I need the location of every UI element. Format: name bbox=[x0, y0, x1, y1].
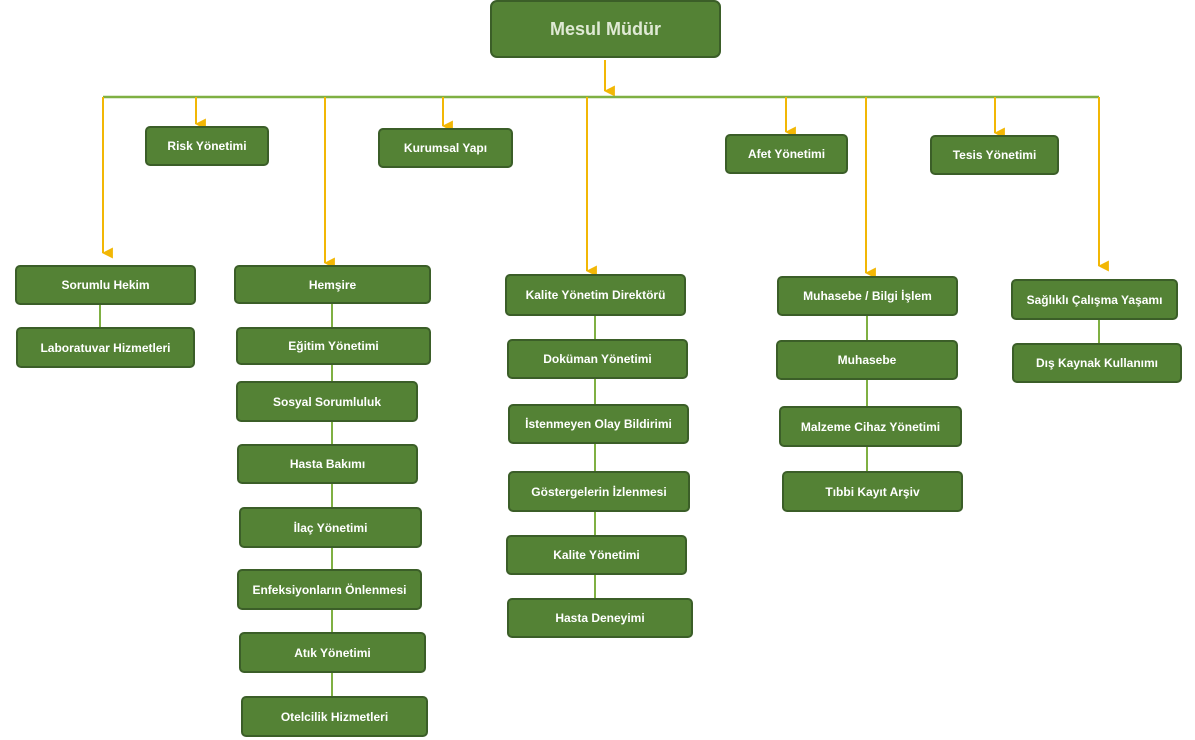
node-tesis: Tesis Yönetimi bbox=[930, 135, 1059, 175]
node-col2-item: Otelcilik Hizmetleri bbox=[241, 696, 428, 737]
node-col2-item: Sosyal Sorumluluk bbox=[236, 381, 418, 422]
connector-col1 bbox=[99, 305, 101, 327]
node-col5-item: Dış Kaynak Kullanımı bbox=[1012, 343, 1182, 383]
node-col2-item: İlaç Yönetimi bbox=[239, 507, 422, 548]
connector-col2 bbox=[331, 304, 333, 697]
node-col3-item: Hasta Deneyimi bbox=[507, 598, 693, 638]
node-col2-item: Eğitim Yönetimi bbox=[236, 327, 431, 365]
node-col4-item: Muhasebe bbox=[776, 340, 958, 380]
node-afet: Afet Yönetimi bbox=[725, 134, 848, 174]
node-col3-item: Doküman Yönetimi bbox=[507, 339, 688, 379]
node-col3-item: İstenmeyen Olay Bildirimi bbox=[508, 404, 689, 444]
node-col2-item: Enfeksiyonların Önlenmesi bbox=[237, 569, 422, 610]
node-col4-head: Muhasebe / Bilgi İşlem bbox=[777, 276, 958, 316]
node-col2-item: Atık Yönetimi bbox=[239, 632, 426, 673]
node-col1-head: Sorumlu Hekim bbox=[15, 265, 196, 305]
connector-col4 bbox=[866, 316, 868, 472]
node-col1-item: Laboratuvar Hizmetleri bbox=[16, 327, 195, 368]
node-risk: Risk Yönetimi bbox=[145, 126, 269, 166]
node-col2-head: Hemşire bbox=[234, 265, 431, 304]
node-kurumsal: Kurumsal Yapı bbox=[378, 128, 513, 168]
node-col3-item: Göstergelerin İzlenmesi bbox=[508, 471, 690, 512]
node-col3-item: Kalite Yönetimi bbox=[506, 535, 687, 575]
connector-col3 bbox=[594, 316, 596, 599]
node-col4-item: Tıbbi Kayıt Arşiv bbox=[782, 471, 963, 512]
node-col4-item: Malzeme Cihaz Yönetimi bbox=[779, 406, 962, 447]
node-col5-head: Sağlıklı Çalışma Yaşamı bbox=[1011, 279, 1178, 320]
node-col2-item: Hasta Bakımı bbox=[237, 444, 418, 484]
connector-col5 bbox=[1098, 320, 1100, 343]
root-node: Mesul Müdür bbox=[490, 0, 721, 58]
node-col3-head: Kalite Yönetim Direktörü bbox=[505, 274, 686, 316]
